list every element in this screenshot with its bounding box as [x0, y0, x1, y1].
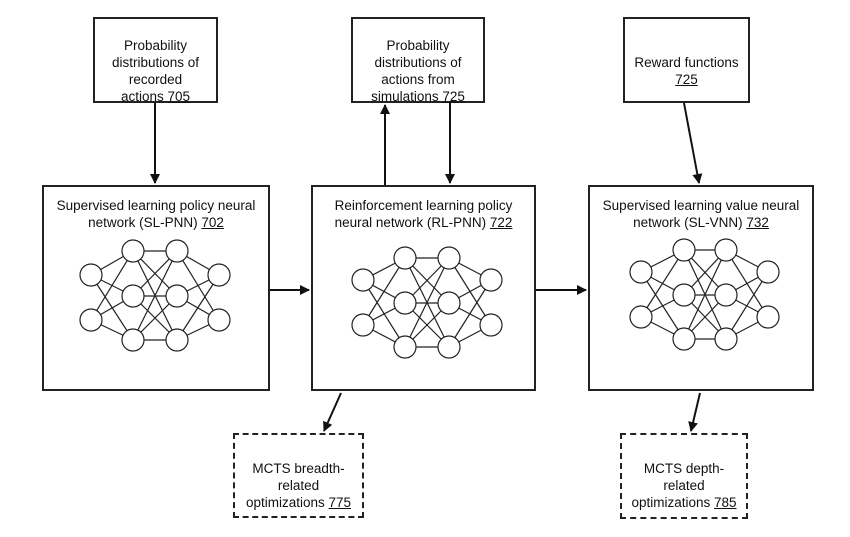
arrow-rl-pnn-to-breadth — [323, 392, 342, 432]
rl-pnn-label: Reinforcement learning policy neural net… — [334, 198, 513, 230]
reward-functions-box: Reward functions 725 — [623, 17, 750, 103]
ref-725-simulations: 725 — [442, 89, 465, 104]
ref-732: 732 — [746, 215, 769, 230]
sl-pnn-box: Supervised learning policy neural networ… — [42, 185, 270, 391]
mcts-depth-box: MCTS depth-related optimizations 785 — [620, 433, 748, 519]
recorded-actions-label: Probability distributions of recorded ac… — [111, 38, 200, 104]
recorded-actions-box: Probability distributions of recorded ac… — [93, 17, 218, 104]
mcts-breadth-label: MCTS breadth-related optimizations 775 — [245, 461, 352, 510]
sl-vnn-box: Supervised learning value neural network… — [588, 185, 814, 391]
sl-vnn-label: Supervised learning value neural network… — [602, 198, 800, 230]
mcts-breadth-box: MCTS breadth-related optimizations 775 — [233, 433, 364, 518]
reward-functions-label: Reward functions 725 — [634, 55, 739, 87]
arrow-sl-vnn-to-depth — [688, 392, 701, 432]
simulation-actions-box: Probability distributions of actions fro… — [351, 17, 485, 104]
ref-785: 785 — [714, 495, 737, 510]
ref-705: 705 — [167, 89, 191, 104]
ref-722: 722 — [489, 215, 513, 230]
ref-775: 775 — [328, 495, 352, 510]
simulation-actions-label: Probability distributions of actions fro… — [371, 38, 465, 104]
ref-725-reward: 725 — [675, 72, 698, 87]
rl-pnn-box: Reinforcement learning policy neural net… — [311, 185, 536, 391]
sl-pnn-label: Supervised learning policy neural networ… — [56, 198, 256, 230]
arrow-reward-to-sl-vnn — [683, 102, 703, 184]
mcts-depth-label: MCTS depth-related optimizations 785 — [631, 461, 737, 510]
ref-702: 702 — [201, 215, 224, 230]
